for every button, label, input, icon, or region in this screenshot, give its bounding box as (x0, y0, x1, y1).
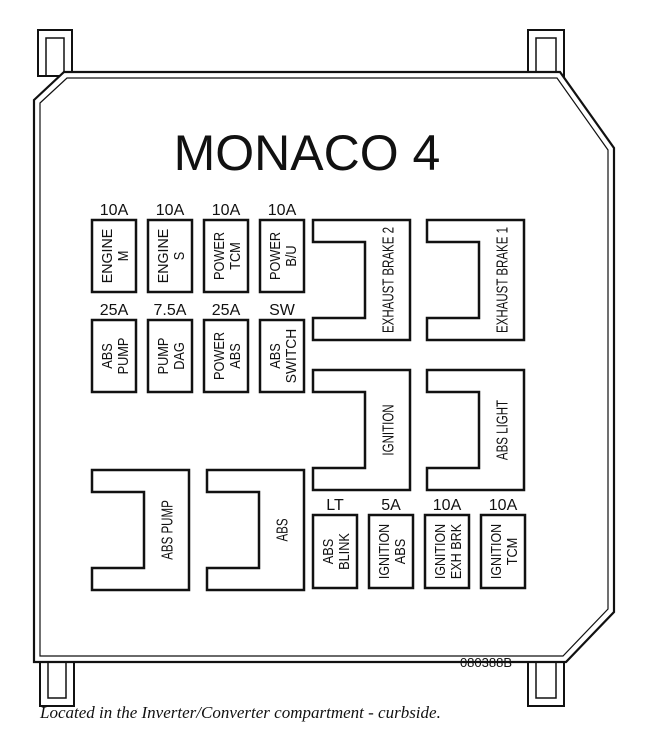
fuse-box (258, 218, 306, 294)
fuse-box (423, 513, 471, 590)
fuse-label-line: POWER (210, 332, 227, 380)
fuse-label-line: IGNITION (487, 524, 504, 579)
fuse-label-line: TCM (226, 242, 243, 270)
fuse-label-line: S (170, 252, 187, 261)
relay-slot[interactable]: ABS LIGHT (425, 368, 526, 492)
relay-label: EXHAUST BRAKE 2 (379, 227, 397, 333)
fuse-box (311, 513, 359, 590)
relay-slot[interactable]: ABS (205, 468, 306, 592)
part-number: 080388B (460, 655, 512, 670)
fuse-label-line: ENGINE (98, 229, 115, 283)
fuse-label-line: PUMP (114, 338, 131, 375)
fuse-rating: LT (326, 497, 344, 514)
fuse-label-line: POWER (210, 232, 227, 280)
fuse-label-line: IGNITION (375, 524, 392, 579)
fuse-box (202, 218, 250, 294)
relay-outline (205, 468, 306, 592)
fuse-rating: 7.5A (154, 302, 187, 319)
relay-outline (425, 368, 526, 492)
fuse-box (258, 318, 306, 394)
fuse-label-line: EXH BRK (447, 523, 464, 579)
fuse-label-line: IGNITION (431, 524, 448, 579)
mount-tab-bottom-right (527, 657, 565, 707)
fuse-label-line: SWITCH (282, 329, 299, 383)
fuse-box (202, 318, 250, 394)
fuse-label-line: ABS (319, 539, 336, 564)
relay-slot[interactable]: IGNITION (311, 368, 412, 492)
fuse-box (146, 318, 194, 394)
fuse-label-line: ABS (226, 343, 243, 368)
fuse-label-line: ABS (391, 539, 408, 564)
relay-label: ABS LIGHT (493, 400, 511, 461)
fuse-rating: 25A (100, 302, 129, 319)
relay-label: ABS PUMP (158, 500, 176, 560)
fuse-label-line: ABS (98, 343, 115, 368)
relay-label: EXHAUST BRAKE 1 (493, 227, 511, 333)
mount-tab-bottom-left (39, 657, 75, 707)
fuse-rating: 10A (433, 497, 462, 514)
fuse-label-line: B/U (282, 245, 299, 266)
mount-tab-top-left (37, 29, 73, 77)
relay-outline (425, 218, 526, 342)
relay-label: IGNITION (379, 404, 397, 455)
fuse-label-line: TCM (503, 538, 520, 566)
fuse-box (146, 218, 194, 294)
fuse-label-line: DAG (170, 342, 187, 370)
fuse-label-line: M (114, 251, 131, 262)
fuse-rating: SW (269, 302, 296, 319)
fuse-label-line: BLINK (335, 532, 352, 569)
fuse-box (90, 318, 138, 394)
fuse-label-line: ABS (266, 343, 283, 368)
fuse-rating: 10A (268, 202, 297, 219)
relay-outline (311, 368, 412, 492)
fuse-box (479, 513, 527, 590)
fuse-rating: 10A (489, 497, 518, 514)
relay-outline (90, 468, 191, 592)
fuse-box (90, 218, 138, 294)
relay-slot[interactable]: EXHAUST BRAKE 2 (311, 218, 412, 342)
panel-title: MONACO 4 (174, 125, 441, 181)
fuse-rating: 10A (156, 202, 185, 219)
fuse-label-line: ENGINE (154, 229, 171, 283)
relay-slot[interactable]: EXHAUST BRAKE 1 (425, 218, 526, 342)
mount-tab-top-right (527, 29, 565, 77)
relay-outline (311, 218, 412, 342)
fuse-box (367, 513, 415, 590)
fuse-rating: 10A (212, 202, 241, 219)
location-caption: Located in the Inverter/Converter compar… (40, 703, 441, 722)
fuse-rating: 10A (100, 202, 129, 219)
relay-slot[interactable]: ABS PUMP (90, 468, 191, 592)
fuse-rating: 25A (212, 302, 241, 319)
fuse-label-line: PUMP (154, 338, 171, 375)
fuse-rating: 5A (381, 497, 401, 514)
fuse-label-line: POWER (266, 232, 283, 280)
relay-label: ABS (273, 518, 291, 541)
